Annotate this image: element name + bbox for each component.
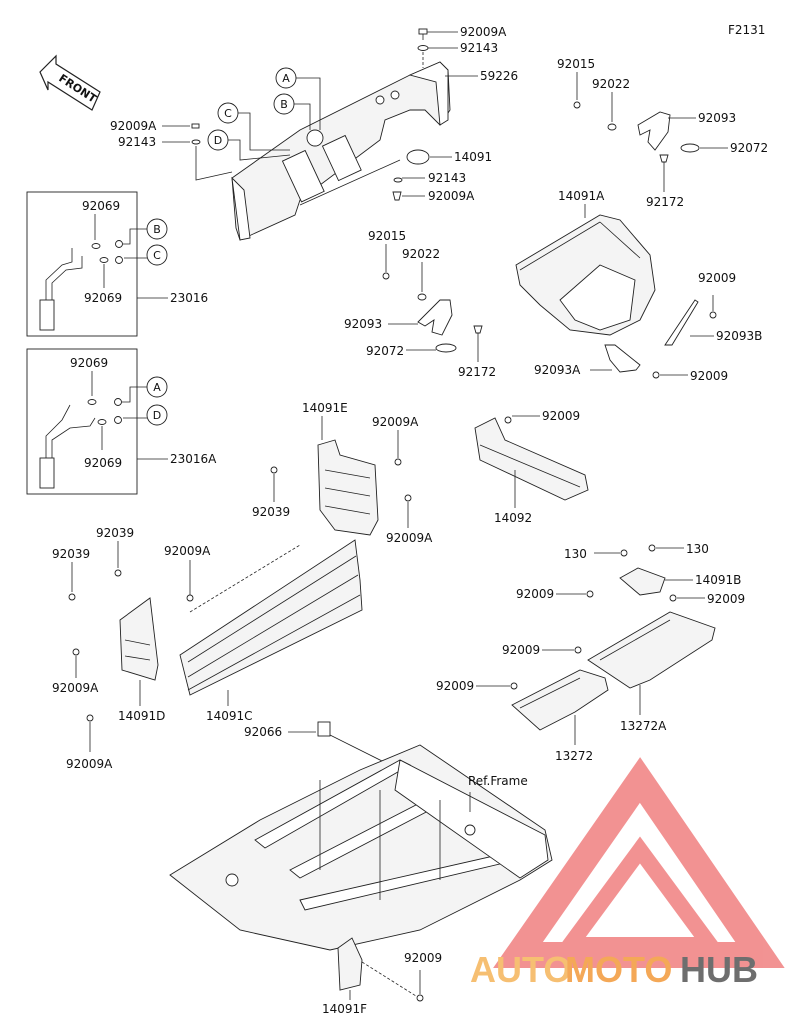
label-92009A-e2: 92009A [386,531,433,545]
label-92093B: 92093B [716,329,762,343]
label-92015-c: 92015 [368,229,406,243]
label-130-a: 130 [564,547,587,561]
label-92143-mid: 92143 [428,171,466,185]
label-92039-l1: 92039 [52,547,90,561]
label-92009-r1: 92009 [698,271,736,285]
label-92143-top: 92143 [460,41,498,55]
part-14091F [337,937,363,991]
label-92009A-top: 92009A [460,25,507,39]
callout-b: B [273,93,295,115]
rod-92093B [664,299,699,346]
label-92022-tr: 92022 [592,77,630,91]
callout-d-kit: D [146,404,168,426]
part-14091E [317,439,379,536]
part-59226 [231,61,451,241]
label-92039-l2: 92039 [96,526,134,540]
callout-a: A [275,67,297,89]
label-92172-tr: 92172 [646,195,684,209]
watermark-moto: MOTO [565,949,672,990]
label-14091B: 14091B [695,573,741,587]
figure-code: F2131 [728,23,765,37]
svg-text:B: B [153,223,161,236]
label-92072-c: 92072 [366,344,404,358]
label-23016a: 23016A [170,452,217,466]
bracket-92093-c [417,299,453,336]
svg-text:C: C [153,249,161,262]
label-92009-b3: 92009 [502,643,540,657]
svg-text:A: A [153,381,161,394]
label-92015-tr: 92015 [557,57,595,71]
label-92009A-mid: 92009A [428,189,475,203]
label-92009A-left: 92009A [110,119,157,133]
label-92009-b2: 92009 [707,592,745,606]
label-92009-r2: 92009 [690,369,728,383]
callout-c-kit: C [146,244,168,266]
label-92009-f: 92009 [404,951,442,965]
label-23016: 23016 [170,291,208,305]
svg-text:B: B [280,98,288,111]
label-14091C: 14091C [206,709,253,723]
svg-text:C: C [224,107,232,120]
callout-a-kit: A [146,376,168,398]
label-92066: 92066 [244,725,282,739]
label-23016a-sub-a: 92069 [70,356,108,370]
label-13272: 13272 [555,749,593,763]
label-92009-r3: 92009 [542,409,580,423]
part-14091A [515,214,656,336]
svg-text:A: A [282,72,290,85]
label-92093-tr: 92093 [698,111,736,125]
bracket-92093-tr [637,111,671,151]
part-14091C [179,539,363,696]
watermark-auto: AUTO [470,949,571,990]
callout-c: C [217,102,239,124]
label-14091E: 14091E [302,401,348,415]
label-92093-c: 92093 [344,317,382,331]
kit-23016a-box [26,348,138,495]
label-92009A-e1: 92009A [372,415,419,429]
label-92143-left: 92143 [118,135,156,149]
part-13272 [511,669,609,731]
ref-frame-label: Ref.Frame [468,774,528,788]
label-92172-c: 92172 [458,365,496,379]
front-arrow-icon: FRONT [39,54,101,111]
label-14091D: 14091D [118,709,165,723]
label-13272A: 13272A [620,719,667,733]
bracket-92093A [604,344,641,373]
svg-text:D: D [214,134,222,147]
callout-d: D [207,129,229,151]
svg-text:D: D [153,409,161,422]
kit-23016-box [26,191,138,337]
label-92093A: 92093A [534,363,581,377]
label-14091A: 14091A [558,189,605,203]
label-23016-sub-a: 92069 [82,199,120,213]
label-23016a-sub-b: 92069 [84,456,122,470]
part-14091D [119,597,159,681]
label-59226: 59226 [480,69,518,83]
label-92009A-l3: 92009A [66,757,113,771]
label-14091F: 14091F [322,1002,367,1016]
label-92009A-l1: 92009A [164,544,211,558]
label-92072-tr: 92072 [730,141,768,155]
bolt-icon [417,28,429,51]
callout-b-kit: B [146,218,168,240]
label-130-b: 130 [686,542,709,556]
frame-assembly [169,744,553,951]
label-14092: 14092 [494,511,532,525]
plug-icon [406,149,430,165]
part-14091B [619,567,666,596]
clip-92066 [317,721,331,737]
label-92022-c: 92022 [402,247,440,261]
label-23016-sub-b: 92069 [84,291,122,305]
part-14092 [474,417,589,501]
label-14091: 14091 [454,150,492,164]
label-92009-b1: 92009 [516,587,554,601]
label-92009A-l2: 92009A [52,681,99,695]
watermark-logo: AUTO MOTO HUB [470,757,785,990]
label-92009-b4: 92009 [436,679,474,693]
watermark-hub: HUB [680,949,758,990]
part-13272A [587,611,716,689]
label-92039-e: 92039 [252,505,290,519]
